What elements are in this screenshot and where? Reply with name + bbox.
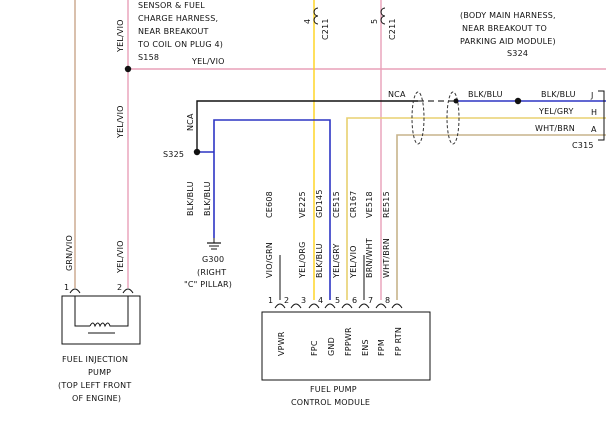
ground-desc-line1: (RIGHT [197, 268, 226, 277]
wire-label-yel-gry-right: YEL/GRY [538, 107, 574, 116]
junction-blk-blu [453, 98, 459, 104]
top-right-note-line1: (BODY MAIN HARNESS, [460, 11, 556, 20]
harness-oval-2 [446, 91, 460, 145]
top-left-note-line1: SENSOR & FUEL [138, 1, 205, 10]
wire-label-nca-left: NCA [186, 113, 195, 131]
fpcm-wire-color-1: VIO/GRN [265, 242, 274, 278]
fpcm-wire-color-5: YEL/GRY [332, 243, 341, 279]
c315-pin-a: A [591, 125, 597, 134]
top-left-note-line4: TO COIL ON PLUG 4) [137, 40, 223, 49]
wire-label-blk-blu-v2: BLK/BLU [203, 181, 212, 216]
fuel-injection-pump [61, 288, 141, 345]
splice-s325 [193, 148, 201, 156]
wire-label-blk-blu-v1: BLK/BLU [186, 181, 195, 216]
fpcm-wire-color-7: BRN/WHT [365, 238, 374, 278]
fpcm-label-line1: FUEL PUMP [310, 385, 357, 394]
c211-label-5: C211 [388, 18, 397, 40]
fpcm-circuit-3: VE225 [298, 191, 307, 218]
wire-wht-brn [396, 134, 606, 300]
wire-label-grn-vio: GRN/VIO [65, 235, 74, 271]
fpcm-wire-color-6: YEL/VIO [349, 245, 358, 279]
connector-c315-bracket [598, 90, 605, 141]
wire-yel-gry [346, 117, 606, 300]
c315-pin-h: H [591, 108, 597, 117]
splice-s158 [124, 65, 132, 73]
pump-coil-icon [89, 322, 113, 328]
fpcm-pin-number-2: 2 [284, 296, 289, 305]
fpcm-function-4: GND [327, 337, 336, 356]
fpcm-circuit-4: GD145 [315, 189, 324, 218]
wire-label-yel-vio-top: YEL/VIO [191, 57, 225, 66]
top-right-note-line2: NEAR BREAKOUT TO [462, 24, 547, 33]
fpcm-circuit-1: CE608 [265, 191, 274, 218]
fpcm-function-7: FPM [377, 339, 386, 356]
fpcm-pin-number-5: 5 [335, 296, 340, 305]
fpcm-wire-color-4: BLK/BLU [315, 243, 324, 278]
fpcm-circuit-7: VE518 [365, 191, 374, 218]
fpcm-circuit-5: CE515 [332, 191, 341, 218]
ground-id-label: G300 [202, 255, 224, 264]
wire-label-yel-vio-vert1: YEL/VIO [116, 19, 125, 53]
pump-label-line2: PUMP [88, 368, 111, 377]
c211-pin-4: 4 [303, 19, 312, 24]
pump-pin-1: 1 [64, 283, 69, 292]
fpcm-pin-number-1: 1 [268, 296, 273, 305]
c211-pin-5: 5 [370, 19, 379, 24]
pump-label-line1: FUEL INJECTION [62, 355, 128, 364]
fpcm-label-line2: CONTROL MODULE [291, 398, 370, 407]
splice-s158-label: S158 [138, 53, 159, 62]
fpcm-pin-number-6: 6 [352, 296, 357, 305]
wire-label-yel-vio-vert3: YEL/VIO [116, 240, 125, 274]
splice-s324 [514, 97, 522, 105]
wire-label-blk-blu-right: BLK/BLU [541, 90, 576, 99]
fpcm-circuit-6: CR167 [349, 191, 358, 218]
top-right-note-line3: PARKING AID MODULE) [460, 37, 556, 46]
c315-pin-j: J [590, 91, 594, 100]
c211-connector-4 [313, 7, 319, 25]
fpcm-pin-number-7: 7 [368, 296, 373, 305]
fpcm-wire-color-3: YEL/ORG [298, 241, 307, 279]
pump-label-line3: (TOP LEFT FRONT [58, 381, 131, 390]
top-left-note-line2: CHARGE HARNESS, [138, 14, 218, 23]
wire-label-wht-brn-right: WHT/BRN [535, 124, 575, 133]
wire-label-blk-blu-mid: BLK/BLU [468, 90, 503, 99]
pump-label-line4: OF ENGINE) [72, 394, 121, 403]
c211-connector-5 [380, 7, 386, 25]
pump-pin-2: 2 [117, 283, 122, 292]
ground-g300-symbol [207, 238, 221, 250]
fpcm-function-1: VPWR [277, 331, 286, 356]
top-left-note-line3: NEAR BREAKOUT [138, 27, 209, 36]
c211-label-4: C211 [321, 18, 330, 40]
fpcm-box [261, 311, 431, 381]
fpcm-wire-color-8: WHT/BRN [382, 238, 391, 278]
wire-nca-black [196, 100, 418, 152]
wire-blk-blu-gnd [213, 119, 331, 300]
fpcm-circuit-8: RE515 [382, 191, 391, 218]
fpcm-pin-caps [274, 303, 403, 309]
wire-label-nca-top: NCA [388, 90, 406, 99]
splice-s325-label: S325 [163, 150, 184, 159]
fpcm-function-6: ENS [361, 339, 370, 356]
connector-c315-label: C315 [572, 141, 594, 150]
fpcm-function-8: FP RTN [394, 327, 403, 356]
fpcm-function-3: FPC [310, 340, 319, 356]
wire-label-yel-vio-vert2: YEL/VIO [116, 105, 125, 139]
fpcm-pin-number-8: 8 [385, 296, 390, 305]
splice-s324-label: S324 [507, 49, 528, 58]
fpcm-function-5: FPPWR [344, 327, 353, 356]
fpcm-pin-number-4: 4 [318, 296, 323, 305]
fpcm-pin-number-3: 3 [301, 296, 306, 305]
harness-oval-1 [411, 91, 425, 145]
ground-desc-line2: "C" PILLAR) [184, 280, 232, 289]
